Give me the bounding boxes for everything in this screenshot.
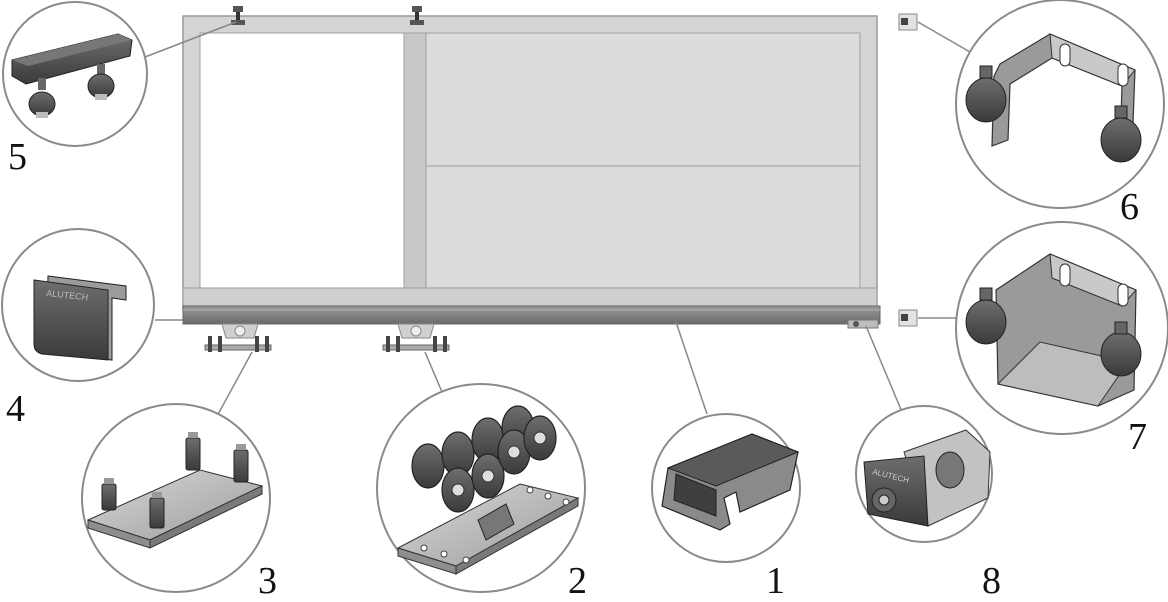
callout-number-4: 4: [6, 388, 25, 430]
callout-circle-7: [955, 221, 1168, 435]
callout-number-3: 3: [258, 560, 277, 602]
carriage-marker-right: [382, 323, 450, 352]
guide-rail-beam: [182, 305, 881, 325]
callout-circle-1: [651, 413, 801, 563]
gate-frame: [182, 15, 878, 311]
top-roller-marker-right: [410, 6, 424, 25]
callout-number-1: 1: [766, 560, 785, 602]
callout-number-5: 5: [8, 136, 27, 178]
callout-number-7: 7: [1128, 416, 1147, 458]
leader-lines: [144, 21, 971, 419]
catcher-marker-top: [898, 13, 918, 31]
catcher-marker-bottom: [898, 309, 918, 327]
top-roller-marker-left: [231, 6, 245, 25]
brand-label-endcap: ALUTECH: [46, 288, 89, 302]
callout-circle-3: [81, 403, 271, 593]
callout-circle-8: ALUTECH: [855, 405, 993, 543]
callout-circle-2: [376, 383, 586, 593]
carriage-marker-left: [204, 323, 272, 352]
callout-circle-4: ALUTECH: [1, 228, 155, 382]
callout-circle-6: [955, 0, 1165, 209]
end-roller-marker: [847, 319, 879, 329]
callout-number-8: 8: [982, 560, 1001, 602]
callout-number-2: 2: [568, 560, 587, 602]
callout-circle-5: [2, 1, 148, 147]
callout-number-6: 6: [1120, 186, 1139, 228]
